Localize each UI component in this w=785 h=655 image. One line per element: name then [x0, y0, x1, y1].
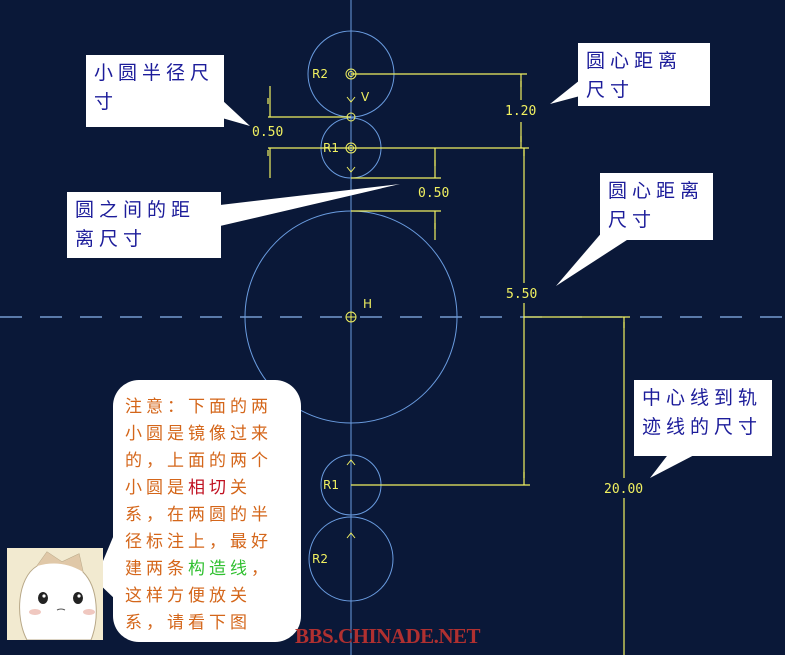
note-highlight-construction-line: 构造线: [188, 559, 251, 579]
label-h: H: [363, 297, 372, 311]
label-r2-bottom: R2: [312, 552, 328, 566]
note-text: ，这样方便放关系，请看下图: [125, 559, 272, 633]
label-r2-top: R2: [312, 67, 328, 81]
label-v: V: [361, 90, 370, 104]
dim-radius-gap[interactable]: 0.50: [252, 125, 283, 140]
note-text: 注意：下面的两小圆是镜像过来的，上面的两个小圆是: [125, 397, 272, 498]
callout-tails: [95, 80, 700, 600]
dim-circle-gap[interactable]: 0.50: [418, 186, 449, 201]
label-r1-bottom: R1: [323, 478, 339, 492]
cartoon-cat-image: [7, 548, 103, 640]
note-bubble: 注意：下面的两小圆是镜像过来的，上面的两个小圆是相切关系，在两圆的半径标注上，最…: [113, 380, 301, 642]
circle-r2-bottom: [308, 516, 394, 602]
callout-center-distance-1: 圆心距离尺寸: [578, 43, 710, 106]
callout-circle-distance: 圆之间的距离尺寸: [67, 192, 221, 258]
callout-centerline-to-path: 中心线到轨迹线的尺寸: [634, 380, 772, 456]
dim-center-top[interactable]: 1.20: [505, 104, 536, 119]
callout-center-distance-2: 圆心距离尺寸: [600, 173, 713, 240]
dimension-lines: [267, 73, 630, 655]
callout-small-radius: 小圆半径尺寸: [86, 55, 224, 127]
dim-center-mid[interactable]: 5.50: [506, 287, 537, 302]
note-text: 关系，在两圆的半径标注上，最好建两条: [125, 478, 272, 579]
watermark: BBS.CHINADE.NET: [295, 624, 481, 648]
label-r1-top: R1: [323, 141, 339, 155]
dim-centerline-offset[interactable]: 20.00: [604, 482, 643, 497]
note-highlight-tangent: 相切: [188, 478, 230, 498]
